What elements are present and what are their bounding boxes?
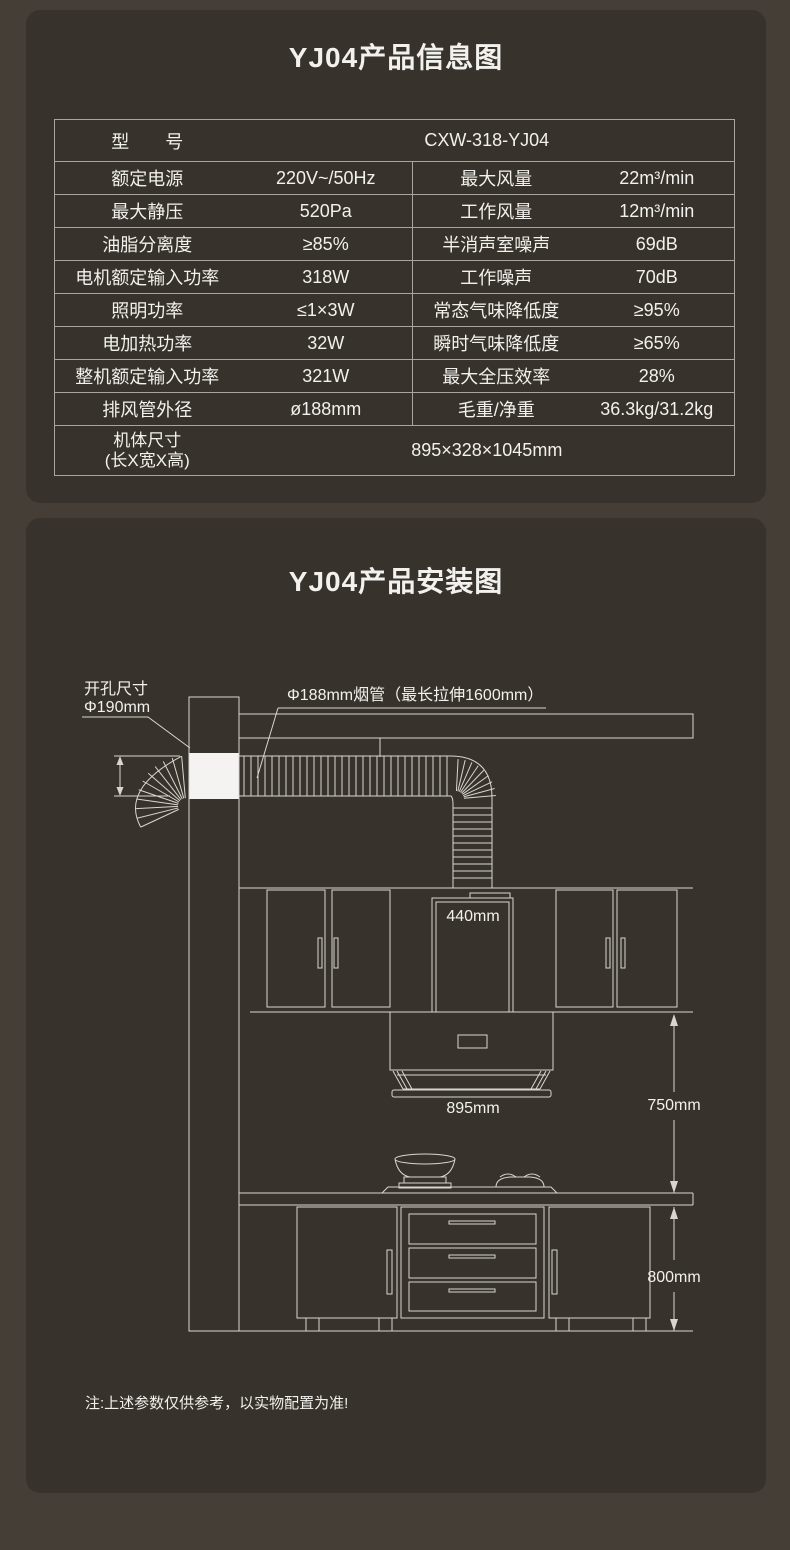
duct-horizontal-ribs	[243, 756, 448, 796]
spec-label: 毛重/净重	[412, 392, 580, 426]
spec-label: 排风管外径	[54, 392, 240, 426]
spec-label: 最大风量	[412, 161, 580, 195]
spec-value: 318W	[239, 260, 413, 294]
base-cabinets	[296, 1206, 651, 1332]
countertop	[239, 1186, 694, 1206]
spec-label: 半消声室噪声	[412, 227, 580, 261]
hood-body	[389, 1011, 554, 1098]
duct-vertical-ribs	[453, 807, 492, 879]
spec-label: 最大全压效率	[412, 359, 580, 393]
footnote: 注:上述参数仅供参考，以实物配置为准!	[85, 1395, 349, 1412]
spec-label: 额定电源	[54, 161, 240, 195]
spec-value: 32W	[239, 326, 413, 360]
installation-card: YJ04产品安装图 开孔尺寸	[26, 518, 766, 1493]
hole-size-leader-line	[82, 716, 191, 749]
spec-label: 最大静压	[54, 194, 240, 228]
spec-label: 油脂分离度	[54, 227, 240, 261]
table-row: 机体尺寸 (长X宽X高) 895×328×1045mm	[54, 425, 735, 476]
wall-hole	[189, 753, 239, 799]
info-card-title: YJ04产品信息图	[288, 42, 504, 73]
hole-size-label-line2: Φ190mm	[84, 699, 150, 716]
table-row: 电机额定输入功率 318W 工作噪声 70dB	[54, 260, 735, 294]
pipe-leader-line	[256, 707, 279, 779]
hood-top-width-label: 440mm	[446, 908, 499, 925]
spec-value: ø188mm	[239, 392, 413, 426]
spec-label: 电加热功率	[54, 326, 240, 360]
spec-label: 整机额定输入功率	[54, 359, 240, 393]
spec-value: 69dB	[579, 227, 735, 261]
spec-value: 22m³/min	[579, 161, 735, 195]
size-label-line2: (长X宽X高)	[104, 450, 190, 470]
spec-value: 36.3kg/31.2kg	[579, 392, 735, 426]
size-label: 机体尺寸 (长X宽X高)	[54, 425, 240, 476]
ceiling-beam	[238, 713, 694, 739]
spec-value: 12m³/min	[579, 194, 735, 228]
table-row: 照明功率 ≤1×3W 常态气味降低度 ≥95%	[54, 293, 735, 327]
spec-table: 型 号 CXW-318-YJ04 额定电源 220V~/50Hz 最大风量 22…	[54, 119, 736, 476]
duct-wall-bend-ribs	[136, 756, 186, 828]
installation-diagram: 开孔尺寸 Φ190mm Φ188mm烟管（最长拉伸1600mm） 440mm	[82, 680, 701, 1332]
spec-value: 220V~/50Hz	[239, 161, 413, 195]
hole-size-label-line1: 开孔尺寸	[84, 680, 148, 698]
duct-wall-bend-arc	[135, 755, 182, 828]
spec-label: 电机额定输入功率	[54, 260, 240, 294]
upper-cabinet-doors	[266, 889, 678, 1008]
wok-bowl	[394, 1153, 456, 1189]
dimension-800	[670, 1207, 678, 1331]
spec-value: 520Pa	[239, 194, 413, 228]
spec-value: ≥85%	[239, 227, 413, 261]
hood-width-label: 895mm	[446, 1100, 499, 1117]
duct-diameter-dimension	[114, 755, 180, 797]
spec-label: 瞬时气味降低度	[412, 326, 580, 360]
table-row: 排风管外径 ø188mm 毛重/净重 36.3kg/31.2kg	[54, 392, 735, 426]
table-row: 整机额定输入功率 321W 最大全压效率 28%	[54, 359, 735, 393]
spec-value: ≥65%	[579, 326, 735, 360]
duct-outer-edge	[239, 755, 493, 888]
gas-burner	[495, 1173, 545, 1188]
product-info-card: YJ04产品信息图 型 号 CXW-318-YJ04 额定电源 220V~/50…	[26, 10, 766, 503]
table-row: 油脂分离度 ≥85% 半消声室噪声 69dB	[54, 227, 735, 261]
spec-value: 70dB	[579, 260, 735, 294]
dim-750-label: 750mm	[647, 1097, 700, 1114]
model-value: CXW-318-YJ04	[239, 119, 735, 162]
pipe-label: Φ188mm烟管（最长拉伸1600mm）	[287, 686, 543, 704]
spec-label: 工作噪声	[412, 260, 580, 294]
table-row: 型 号 CXW-318-YJ04	[54, 119, 735, 162]
size-value: 895×328×1045mm	[239, 425, 735, 476]
table-row: 最大静压 520Pa 工作风量 12m³/min	[54, 194, 735, 228]
duct-bend-ribs	[455, 759, 496, 799]
spec-value: 321W	[239, 359, 413, 393]
dimension-750	[670, 1014, 678, 1193]
dim-800-label: 800mm	[647, 1269, 700, 1286]
spec-label: 常态气味降低度	[412, 293, 580, 327]
install-card-title: YJ04产品安装图	[288, 566, 504, 597]
spec-label: 照明功率	[54, 293, 240, 327]
spec-label: 工作风量	[412, 194, 580, 228]
table-row: 电加热功率 32W 瞬时气味降低度 ≥65%	[54, 326, 735, 360]
spec-value: ≤1×3W	[239, 293, 413, 327]
model-label: 型 号	[54, 119, 240, 162]
table-row: 额定电源 220V~/50Hz 最大风量 22m³/min	[54, 161, 735, 195]
spec-value: 28%	[579, 359, 735, 393]
duct-inner-edge	[239, 795, 454, 888]
spec-value: ≥95%	[579, 293, 735, 327]
size-label-line1: 机体尺寸	[113, 430, 182, 450]
